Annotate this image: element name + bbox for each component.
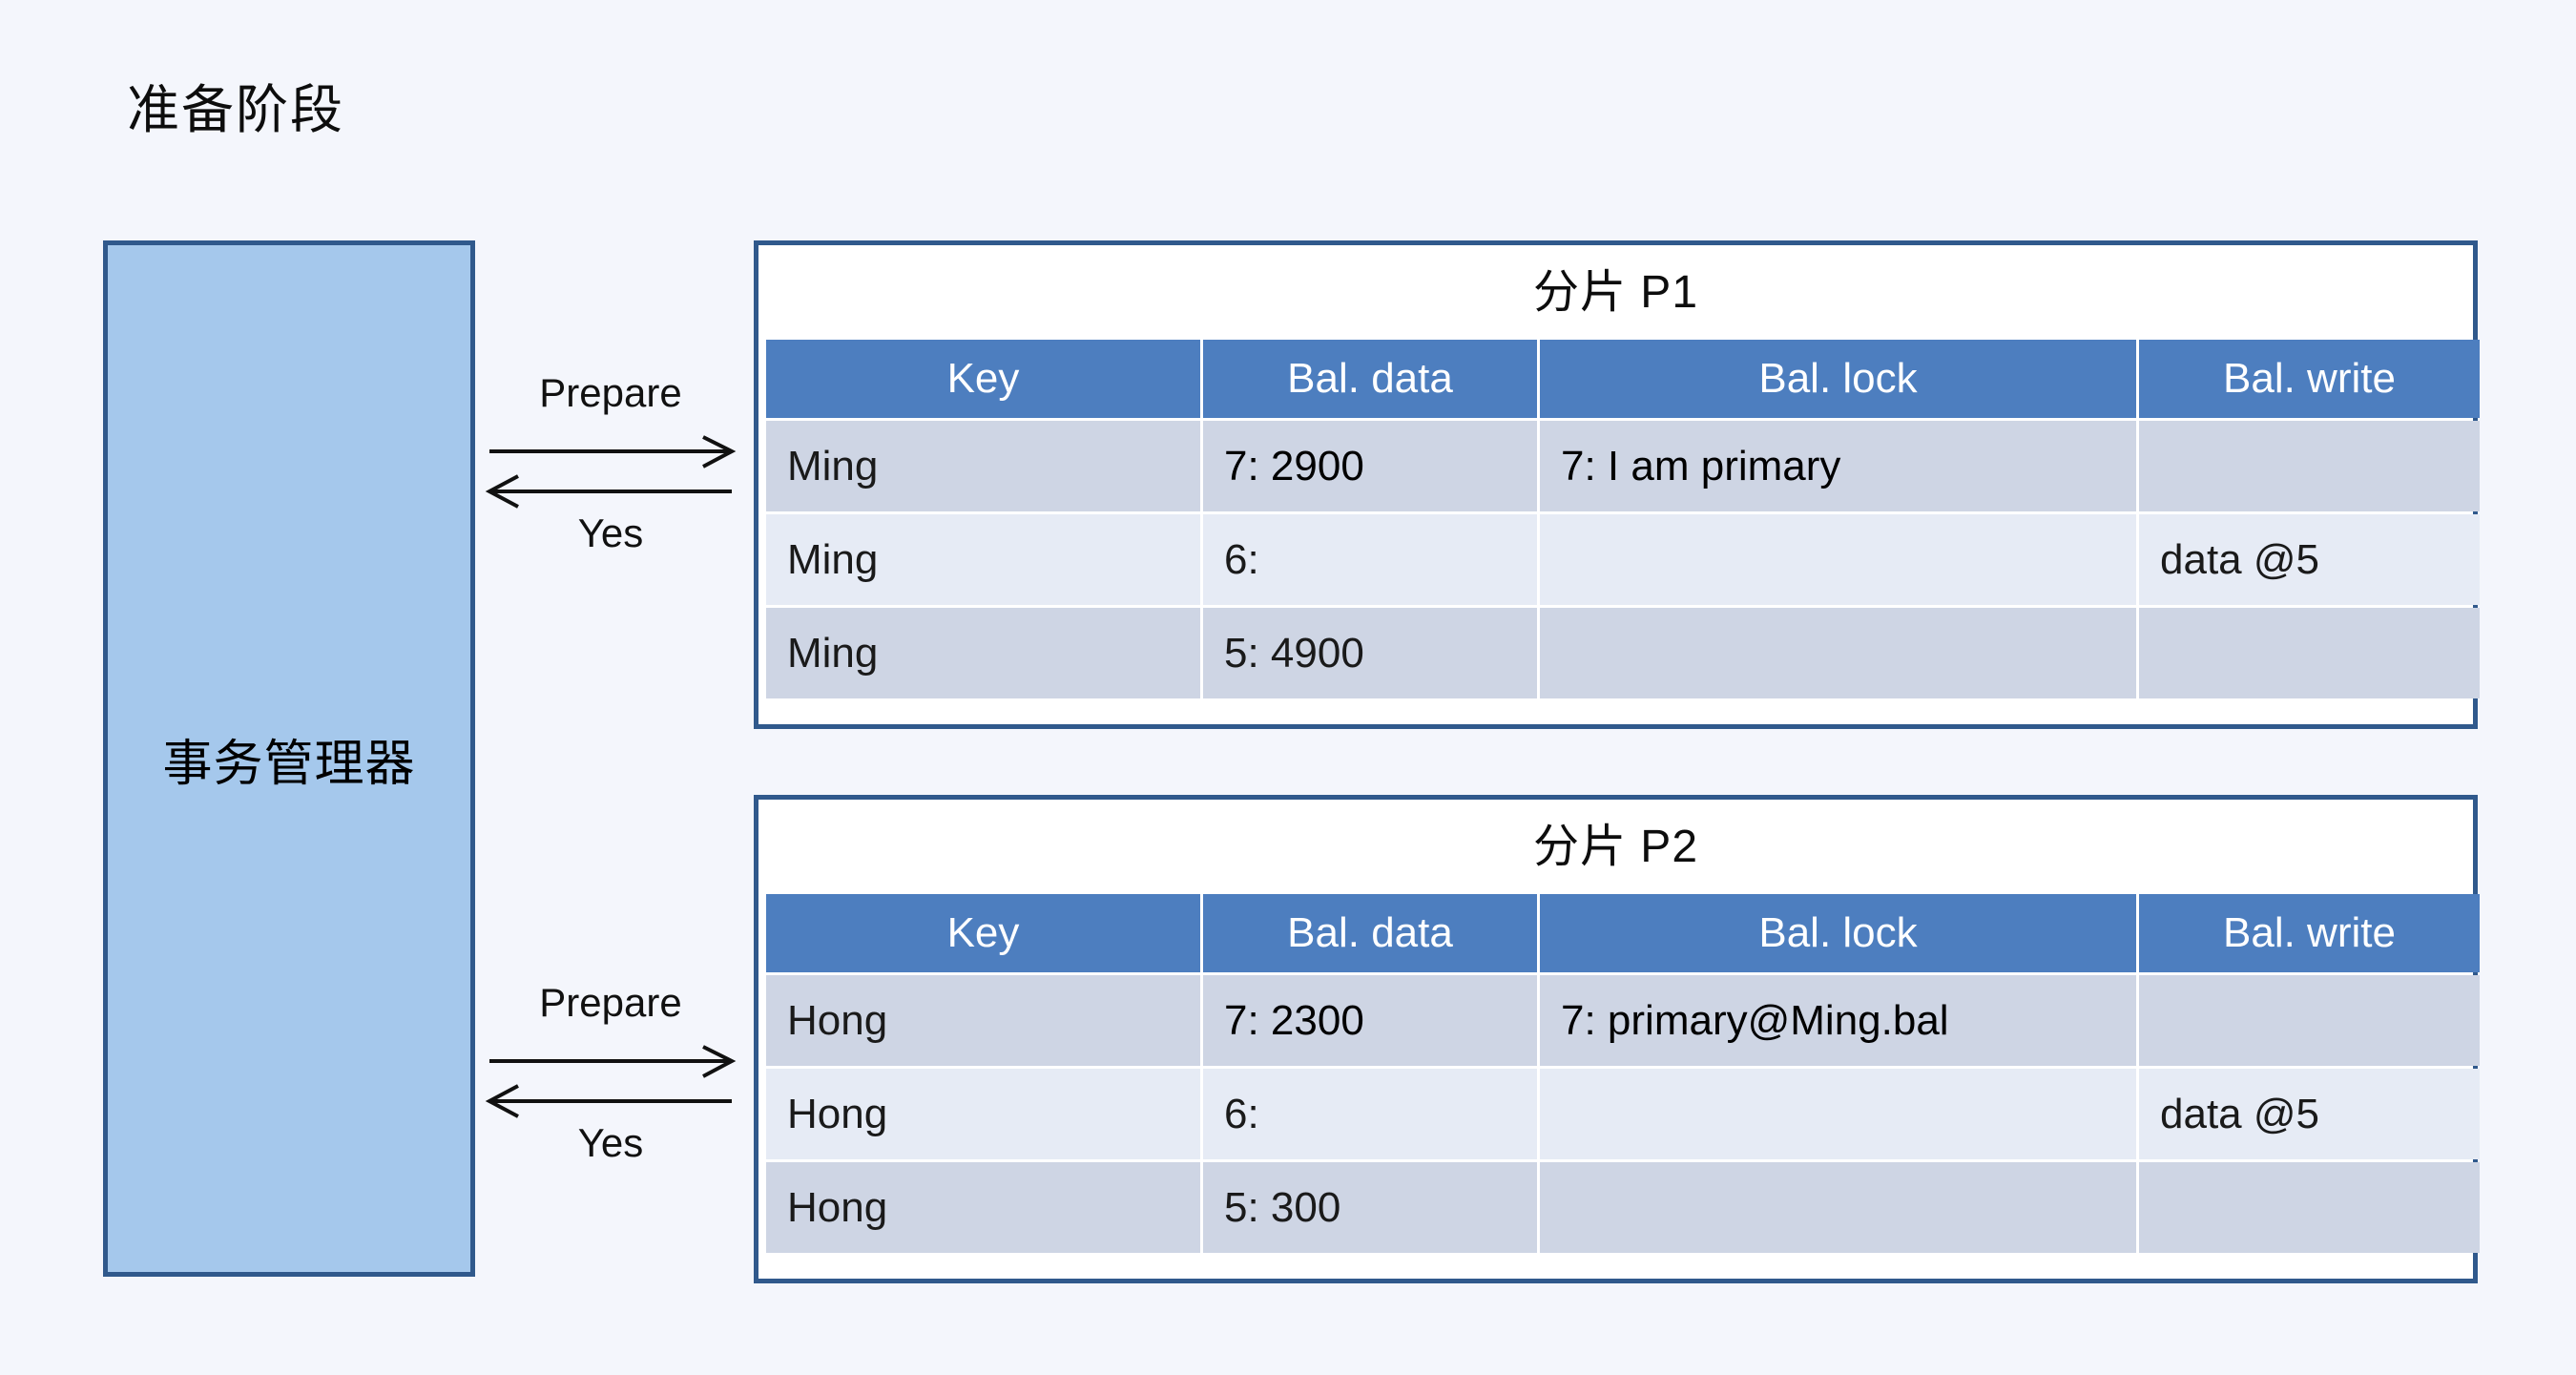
cell-key: Hong — [766, 975, 1200, 1066]
shard-panel-p2: 分片 P2 Key Bal. data Bal. lock Bal. write… — [754, 795, 2480, 1283]
column-header-key: Key — [766, 894, 1200, 972]
column-header-bal-data: Bal. data — [1203, 894, 1537, 972]
cell-bal-write: data @5 — [2139, 1069, 2480, 1159]
cell-bal-data: 7: 2300 — [1203, 975, 1537, 1066]
shard-table-p2: Key Bal. data Bal. lock Bal. write Hong … — [763, 891, 2483, 1256]
transaction-manager-label: 事务管理器 — [162, 736, 416, 792]
table-header-row: Key Bal. data Bal. lock Bal. write — [766, 340, 2480, 418]
column-header-bal-lock: Bal. lock — [1540, 340, 2136, 418]
cell-bal-write: data @5 — [2139, 514, 2480, 605]
cell-key: Ming — [766, 421, 1200, 511]
cell-bal-lock — [1540, 1162, 2136, 1253]
cell-bal-data: 7: 2900 — [1203, 421, 1537, 511]
cell-key: Ming — [766, 514, 1200, 605]
shard-title-p1: 分片 P1 — [763, 249, 2468, 337]
cell-bal-lock — [1540, 514, 2136, 605]
column-header-bal-data: Bal. data — [1203, 340, 1537, 418]
table-row: Ming 7: 2900 7: I am primary — [766, 421, 2480, 511]
shard-panel-p1: 分片 P1 Key Bal. data Bal. lock Bal. write… — [754, 240, 2480, 729]
table-row: Hong 7: 2300 7: primary@Ming.bal — [766, 975, 2480, 1066]
column-header-bal-lock: Bal. lock — [1540, 894, 2136, 972]
cell-bal-data: 5: 4900 — [1203, 608, 1537, 698]
prepare-label-p2: Prepare — [539, 980, 682, 1025]
cell-bal-data: 6: — [1203, 514, 1537, 605]
shard-table-p1: Key Bal. data Bal. lock Bal. write Ming … — [763, 337, 2483, 701]
cell-bal-lock — [1540, 608, 2136, 698]
arrow-pair-icon-p1 — [485, 435, 737, 509]
yes-label-p2: Yes — [577, 1120, 644, 1165]
cell-bal-lock: 7: primary@Ming.bal — [1540, 975, 2136, 1066]
shard-title-p2: 分片 P2 — [763, 803, 2468, 891]
column-header-key: Key — [766, 340, 1200, 418]
table-row: Ming 6: data @5 — [766, 514, 2480, 605]
yes-label-p1: Yes — [577, 510, 644, 555]
cell-bal-write — [2139, 608, 2480, 698]
cell-bal-data: 6: — [1203, 1069, 1537, 1159]
cell-bal-data: 5: 300 — [1203, 1162, 1537, 1253]
table-row: Hong 5: 300 — [766, 1162, 2480, 1253]
message-exchange-p2: Prepare Yes — [482, 980, 739, 1185]
cell-key: Hong — [766, 1069, 1200, 1159]
cell-key: Ming — [766, 608, 1200, 698]
column-header-bal-write: Bal. write — [2139, 894, 2480, 972]
table-row: Hong 6: data @5 — [766, 1069, 2480, 1159]
arrow-pair-icon-p2 — [485, 1045, 737, 1118]
column-header-bal-write: Bal. write — [2139, 340, 2480, 418]
table-header-row: Key Bal. data Bal. lock Bal. write — [766, 894, 2480, 972]
prepare-label-p1: Prepare — [539, 370, 682, 415]
page-title: 准备阶段 — [127, 80, 345, 139]
transaction-manager-box: 事务管理器 — [103, 240, 475, 1277]
cell-bal-write — [2139, 1162, 2480, 1253]
cell-bal-lock: 7: I am primary — [1540, 421, 2136, 511]
cell-key: Hong — [766, 1162, 1200, 1253]
cell-bal-write — [2139, 975, 2480, 1066]
table-row: Ming 5: 4900 — [766, 608, 2480, 698]
message-exchange-p1: Prepare Yes — [482, 370, 739, 575]
cell-bal-lock — [1540, 1069, 2136, 1159]
cell-bal-write — [2139, 421, 2480, 511]
